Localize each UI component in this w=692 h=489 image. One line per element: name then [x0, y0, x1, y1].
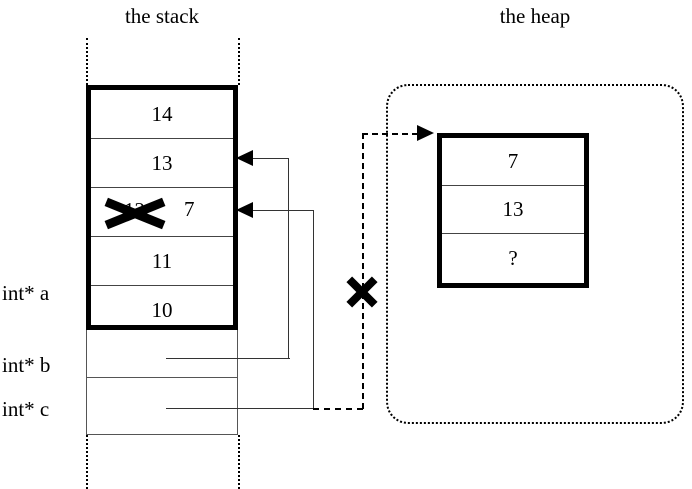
pointer-c-dashed-riser: [362, 133, 364, 409]
stack-rail-right-top: [238, 38, 240, 85]
pointer-slot-b: [86, 330, 238, 378]
stack-title: the stack: [124, 4, 200, 28]
heap-region: [386, 84, 684, 424]
heap-title: the heap: [499, 4, 571, 28]
pointer-c-arrowhead-icon: [417, 125, 434, 141]
heap-block: 7 13 ?: [437, 133, 589, 288]
stack-rail-left-top: [86, 38, 88, 85]
heap-cell-1: 13: [442, 186, 584, 234]
pointer-b-stub: [166, 408, 314, 409]
stack-cell-11: 11: [91, 237, 233, 286]
stack-cell-14: 14: [91, 90, 233, 139]
pointer-slot-c: [86, 378, 238, 435]
var-label-a: int* a: [2, 281, 50, 305]
stack-cell-overwritten: [91, 188, 233, 237]
var-label-b: int* b: [2, 353, 51, 377]
pointer-c-dashed-base: [313, 408, 363, 410]
stack-frame: 14 13 11 10: [86, 85, 238, 330]
stack-cell-old-value: 12: [124, 198, 145, 222]
heap-cell-2: ?: [508, 245, 518, 270]
pointer-b-lead: [253, 210, 314, 211]
pointer-a-lead: [253, 158, 289, 159]
pointer-a-arrowhead-icon: [236, 150, 253, 166]
pointer-b-arrowhead-icon: [236, 202, 253, 218]
pointer-c-dashed-lead: [362, 133, 418, 135]
stack-cell-13: 13: [91, 139, 233, 188]
pointer-b-riser: [313, 210, 314, 409]
stack-cell-10: 10: [151, 298, 173, 322]
pointer-a-stub: [166, 358, 290, 359]
heap-cell-0: 7: [442, 138, 584, 186]
stack-cell-new-value: 7: [184, 197, 195, 221]
stack-rail-right-bottom: [238, 435, 240, 489]
pointer-a-riser: [288, 158, 289, 359]
var-label-c: int* c: [2, 397, 50, 421]
stack-rail-left-bottom: [86, 435, 88, 489]
